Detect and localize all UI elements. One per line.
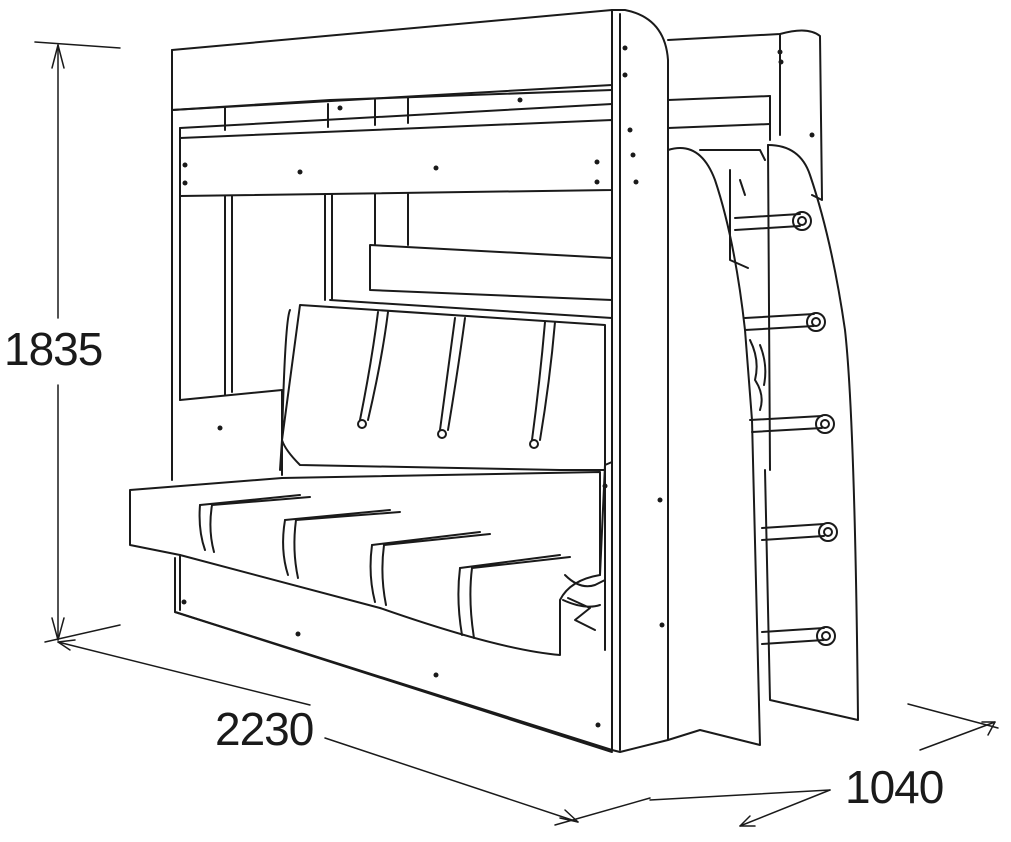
fastener-dots	[181, 45, 815, 728]
back-side-panel	[668, 30, 822, 200]
ladder-rungs	[735, 212, 837, 645]
sofa	[130, 305, 612, 752]
height-dimension-label: 1835	[4, 323, 103, 375]
length-dimension-label: 2230	[215, 703, 314, 755]
depth-dimension-label: 1040	[845, 761, 944, 813]
top-bunk-frame	[172, 10, 612, 480]
dimension-lines	[35, 42, 998, 826]
ladder	[668, 145, 858, 745]
front-corner-post	[612, 10, 668, 752]
